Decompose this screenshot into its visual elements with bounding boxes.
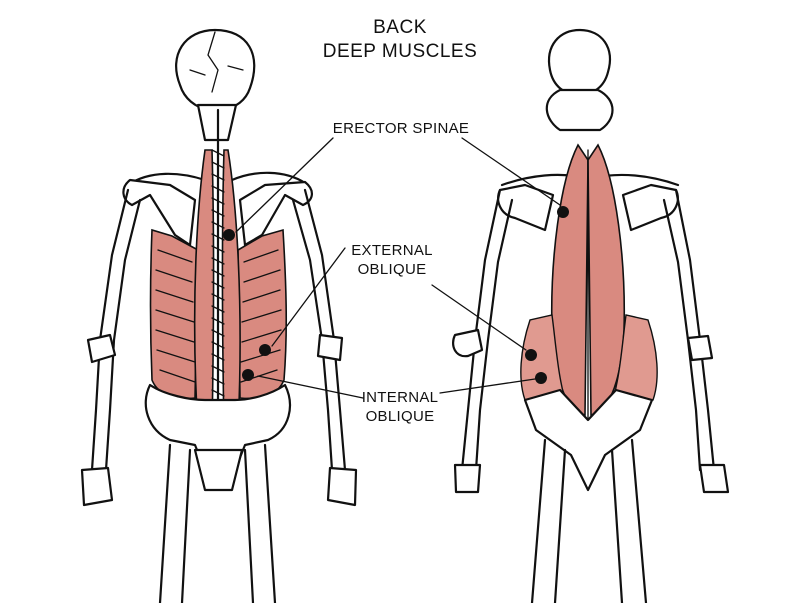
external-oblique-line2: OBLIQUE [357,261,427,278]
internal-oblique-line1: INTERNAL [361,389,439,406]
left-clavicle-r [230,171,307,185]
title-line1: BACK [373,17,427,38]
left-figure [80,28,358,603]
left-scapula-r [238,180,313,247]
left-elbow-l [86,333,117,364]
left-erector-l [193,149,215,431]
right-arm-r-inner [662,198,702,472]
left-leg-r [243,443,277,603]
internal-oblique-line2: OBLIQUE [365,408,435,425]
internal-oblique-label: INTERNAL OBLIQUE [340,388,460,426]
left-skull [175,28,256,112]
leader-erector-right [461,137,561,206]
right-dot-internal [535,372,547,384]
leader-external-left [271,247,346,347]
left-dot-external [259,344,271,356]
left-arm-l-inner [104,198,142,472]
right-arm-r-outer [674,188,716,472]
right-leg-r [610,438,648,603]
left-dot-erector [223,229,235,241]
left-erector-r [221,149,241,431]
right-figure [451,28,730,603]
left-sacrum [193,448,244,492]
erector-spinae-text: ERECTOR SPINAE [332,120,470,137]
left-rib-lines [155,249,282,383]
erector-spinae-label: ERECTOR SPINAE [326,119,476,138]
left-elbow-r [316,333,344,362]
right-dot-erector [557,206,569,218]
right-arm-l-inner [474,198,514,472]
leader-internal-left [257,375,364,399]
right-hand-r [698,463,730,494]
left-pelvis [144,383,292,472]
right-head [547,28,611,97]
left-arm-l-outer [90,188,130,472]
left-arm-r-outer [303,188,347,472]
external-oblique-label: EXTERNAL OBLIQUE [332,241,452,279]
leader-external-right [431,284,527,351]
right-pelvis [523,388,654,492]
right-neck [545,88,614,132]
right-arm-l-outer [460,188,502,472]
diagram-title: BACK DEEP MUSCLES [300,16,500,64]
left-hand-r [326,466,358,507]
right-elbow-l [451,328,484,358]
leader-internal-right [439,378,536,394]
right-hand-l [453,463,482,494]
left-scapula-l [122,178,197,247]
left-leg-l [158,443,192,603]
external-oblique-line1: EXTERNAL [351,242,433,259]
leader-lines [235,137,561,399]
left-dot-internal [242,369,254,381]
left-spine [211,108,225,442]
right-dot-external [525,349,537,361]
right-leg-l [530,438,567,603]
title-line2: DEEP MUSCLES [322,41,478,62]
leader-erector-left [235,137,334,233]
right-elbow-r [686,334,714,362]
left-hand-l [80,466,114,507]
